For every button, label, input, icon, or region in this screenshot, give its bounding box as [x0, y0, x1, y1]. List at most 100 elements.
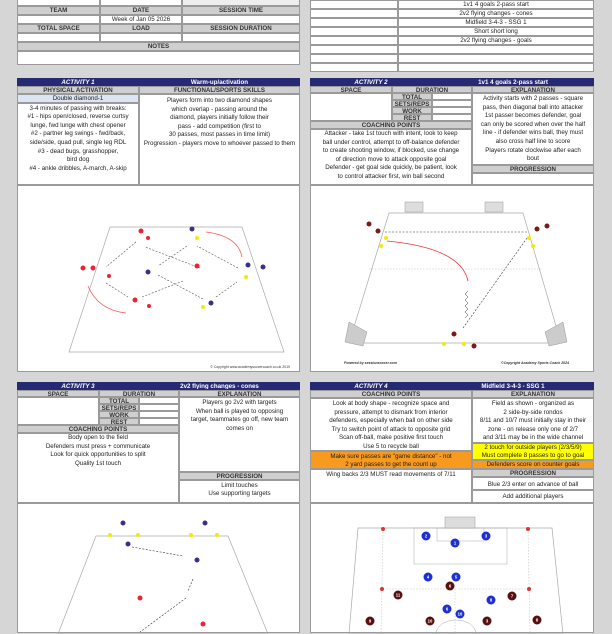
diagram-credit-left: Powered by sessionsoccer.com — [344, 361, 397, 365]
explanation-text: Activity starts with 2 passes - square p… — [472, 93, 594, 165]
space-label: SPACE — [17, 390, 99, 397]
functional-skills-text: Players form into two diamond shapes whi… — [139, 94, 300, 185]
progression-label: PROGRESSION — [472, 165, 594, 173]
total-space-field[interactable] — [17, 33, 100, 42]
activity-list-num — [310, 9, 398, 18]
blue-player-number: 5 — [455, 575, 458, 580]
coaching-points-label: COACHING POINTS — [310, 121, 472, 129]
blue-player-marker — [421, 531, 431, 541]
blue-players — [145, 226, 266, 306]
blue-player-marker — [450, 538, 460, 548]
activity-4-label: ACTIVITY 4 — [310, 382, 432, 390]
activity-list-num — [310, 18, 398, 27]
total-label: TOTAL — [392, 93, 432, 100]
activity-3-diagram — [17, 503, 300, 634]
progression-item: Blue 2/3 enter on advance of ball — [472, 477, 594, 490]
duration-label: DURATION — [99, 390, 179, 397]
work-field[interactable] — [432, 107, 472, 114]
team-field[interactable] — [17, 15, 100, 24]
red-player-number: 6 — [449, 584, 452, 589]
title-cell — [182, 0, 300, 6]
session-duration-field[interactable] — [182, 33, 300, 42]
blue-player-marker — [442, 604, 452, 614]
activity-list-item: 2v2 flying changes - goals — [398, 36, 594, 45]
blue-player-marker — [451, 572, 461, 582]
sets-reps-label: SETS/REPS — [392, 100, 432, 107]
diagram-credit: © Copyright www.academysoccercoach.co.uk… — [210, 365, 290, 369]
double-diamond-diagram: © Copyright www.academysoccercoach.co.uk… — [68, 226, 290, 369]
blue-player-number: 2 — [425, 534, 428, 539]
drill-name: Double diamond-1 — [17, 94, 139, 103]
sets-reps-field[interactable] — [432, 100, 472, 107]
sets-reps-label: SETS/REPS — [99, 404, 139, 411]
four-goal-1v1-diagram: Powered by sessionsoccer.com ©Copyright … — [344, 201, 569, 365]
load-field[interactable] — [100, 33, 182, 42]
activity-1-title: Warm-up/activation — [139, 78, 300, 86]
activity-list-num — [310, 63, 398, 72]
activity-list-num — [310, 36, 398, 45]
logo-cell-2 — [100, 0, 182, 6]
session-duration-label: SESSION DURATION — [182, 24, 300, 33]
session-time-field[interactable] — [182, 15, 300, 24]
activity-list-item: 2v2 flying changes - cones — [398, 9, 594, 18]
coaching-highlight: Make sure passes are "game distance" - n… — [310, 451, 472, 469]
activity-list-num — [310, 27, 398, 36]
activity-1-diagram: © Copyright www.academysoccercoach.co.uk… — [17, 185, 300, 372]
activity-1-label: ACTIVITY 1 — [17, 78, 139, 86]
explanation-label: EXPLANATION — [472, 86, 594, 93]
progression-item: Add additional players — [472, 490, 594, 503]
coaching-points-label: COACHING POINTS — [17, 425, 179, 433]
red-player-marker — [393, 590, 403, 600]
activity-list-item — [398, 54, 594, 63]
activity-list-num — [310, 0, 398, 9]
sets-reps-field[interactable] — [139, 404, 179, 411]
progression-field[interactable] — [472, 173, 594, 185]
coaching-points-text: Body open to the field Defenders must pr… — [17, 433, 179, 503]
activity-2-title: 1v1 4 goals 2-pass start — [432, 78, 594, 86]
flying-changes-diagram — [57, 520, 269, 634]
space-field[interactable] — [310, 93, 392, 121]
progression-label: PROGRESSION — [472, 469, 594, 477]
total-field[interactable] — [432, 93, 472, 100]
activity-list-item — [398, 45, 594, 54]
activity-list-num — [310, 54, 398, 63]
work-field[interactable] — [139, 411, 179, 418]
coaching-points-label: COACHING POINTS — [310, 390, 472, 398]
activity-3-label: ACTIVITY 3 — [17, 382, 139, 390]
duration-label: DURATION — [392, 86, 472, 93]
coaching-points-text: Look at body shape - recognize space and… — [310, 398, 472, 451]
work-label: WORK — [392, 107, 432, 114]
activity-list-item: 1v1 4 goals 2-pass start — [398, 0, 594, 9]
explanation-text: Players go 2v2 with targets When ball is… — [179, 397, 300, 472]
date-label: DATE — [100, 6, 182, 15]
blue-player-number: 1 — [454, 541, 457, 546]
blue-player-number: 3 — [485, 534, 488, 539]
physical-activation-text: 3-4 minutes of passing with breaks: #1 -… — [17, 102, 139, 185]
blue-player-marker — [486, 595, 496, 605]
activity-3-title: 2v2 flying changes - cones — [139, 382, 300, 390]
progression-item: Limit touches — [179, 480, 300, 489]
red-player-marker — [507, 591, 517, 601]
activity-2-label: ACTIVITY 2 — [310, 78, 432, 86]
blue-player-number: 4 — [427, 575, 430, 580]
total-label: TOTAL — [99, 397, 139, 404]
notes-field[interactable] — [17, 51, 300, 65]
red-player-number: 7 — [511, 594, 514, 599]
coaching-last: Wing backs 2/3 MUST read movements of 7/… — [310, 469, 472, 503]
space-field[interactable] — [17, 397, 99, 425]
activity-list-item — [398, 63, 594, 72]
blue-player-marker — [481, 531, 491, 541]
physical-activation-label: PHYSICAL ACTIVATION — [17, 86, 139, 94]
rest-label: REST — [392, 114, 432, 121]
red-player-marker — [445, 581, 455, 591]
date-field[interactable]: Week of Jan 05 2026 — [100, 15, 182, 24]
rest-field[interactable] — [139, 418, 179, 425]
diagram-credit-right: ©Copyright Academy Sports Coach 2024 — [501, 361, 569, 365]
rest-field[interactable] — [432, 114, 472, 121]
logo-cell — [17, 0, 100, 6]
coaching-points-text: Attacker - take 1st touch with intent, l… — [310, 129, 472, 185]
blue-player-number: 8 — [490, 598, 493, 603]
blue-player-number: 10 — [458, 612, 463, 617]
explanation-text: Field as shown - organized as 2 side-by-… — [472, 398, 594, 443]
total-field[interactable] — [139, 397, 179, 404]
